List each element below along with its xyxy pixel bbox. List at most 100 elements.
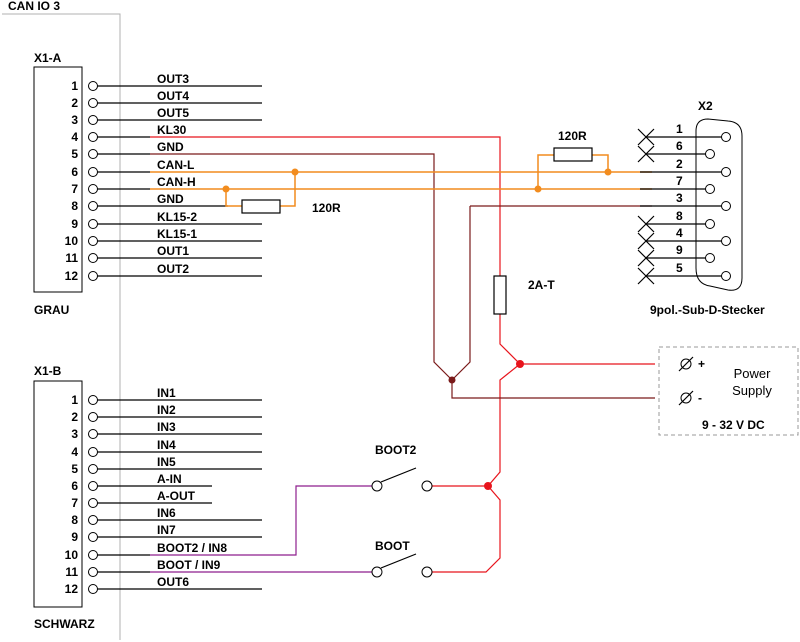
wire-kl30 <box>150 136 655 573</box>
x1a-pin-num: 2 <box>71 96 78 110</box>
x1b-signal: BOOT / IN9 <box>157 558 221 572</box>
wire-can <box>150 154 652 207</box>
x1a-signal: KL15-2 <box>157 210 197 224</box>
x1a-signal: OUT5 <box>157 106 189 120</box>
x1b-pin-num: 10 <box>65 548 79 562</box>
connector-x1a-name: X1-A <box>34 51 62 65</box>
connector-x1a-body <box>33 66 83 293</box>
connector-x1b-name: X1-B <box>34 364 62 378</box>
x1b-signal: BOOT2 / IN8 <box>157 541 227 555</box>
x1b-signal: A-IN <box>157 472 182 486</box>
junction-dots <box>222 168 612 490</box>
x1a-signal: GND <box>157 192 184 206</box>
x1a-pin-num: 6 <box>71 165 78 179</box>
x2-pin-numbers: 1 6 2 7 3 8 4 9 5 <box>676 122 683 275</box>
x1a-pin-num: 12 <box>65 269 79 283</box>
x1b-signal: IN7 <box>157 523 176 537</box>
x1a-signal: OUT1 <box>157 244 189 258</box>
connector-x1a-color: GRAU <box>34 303 69 317</box>
x1b-signal: OUT6 <box>157 575 189 589</box>
x1a-pin-num: 9 <box>71 217 78 231</box>
x1a-signal: OUT3 <box>157 72 189 86</box>
x1b-signal: IN2 <box>157 403 176 417</box>
connector-x1b-color: SCHWARZ <box>34 617 95 631</box>
x1b-pin-circles <box>88 395 98 594</box>
switch-boot <box>371 553 433 578</box>
x1b-pin-num: 9 <box>71 530 78 544</box>
x1b-pin-num: 2 <box>71 410 78 424</box>
connector-x1a <box>33 66 83 293</box>
x1a-signal: CAN-H <box>157 175 196 189</box>
x1a-pin-numbers: 1 2 3 4 5 6 7 8 9 10 11 12 <box>65 79 79 283</box>
connector-x2-name: X2 <box>698 99 713 113</box>
board-frame <box>2 13 121 640</box>
x1a-signal: KL15-1 <box>157 227 197 241</box>
power-supply-voltage: 9 - 32 V DC <box>702 418 765 432</box>
fuse-label: 2A-T <box>528 278 555 292</box>
connector-x2-caption: 9pol.-Sub-D-Stecker <box>650 303 765 317</box>
x1b-signal: IN3 <box>157 420 176 434</box>
x1b-pin-num: 4 <box>71 445 78 459</box>
x1b-signal-labels: IN1 IN2 IN3 IN4 IN5 A-IN A-OUT IN6 IN7 B… <box>157 386 227 589</box>
x1a-pin-num: 5 <box>71 147 78 161</box>
x1b-pin-num: 8 <box>71 513 78 527</box>
nc-cross-icons <box>637 128 655 285</box>
x1a-pin-num: 3 <box>71 113 78 127</box>
connector-x1b <box>33 380 83 608</box>
x1b-signal: IN1 <box>157 386 176 400</box>
x1b-pin-num: 6 <box>71 479 78 493</box>
x1b-signal: A-OUT <box>157 489 196 503</box>
x1a-pin-num: 8 <box>71 199 78 213</box>
x1a-signal: CAN-L <box>157 158 194 172</box>
switch-boot-label: BOOT <box>375 539 410 553</box>
connector-x2 <box>640 118 743 291</box>
x1a-signal: OUT4 <box>157 89 189 103</box>
x1a-pin-num: 4 <box>71 130 78 144</box>
x1a-signal: OUT2 <box>157 262 189 276</box>
x2-pin-num: 9 <box>676 243 683 257</box>
resistor-right-label: 120R <box>558 129 587 143</box>
x2-pin-num: 1 <box>676 122 683 136</box>
power-supply-line1: Power <box>734 366 772 381</box>
x1b-pin-numbers: 1 2 3 4 5 6 7 8 9 10 11 12 <box>65 393 79 596</box>
x1a-signal: GND <box>157 140 184 154</box>
x1b-pin-num: 11 <box>65 565 78 579</box>
resistor-left-label: 120R <box>312 201 341 215</box>
x1a-pin-circles <box>88 81 98 281</box>
power-supply-line2: Supply <box>732 383 772 398</box>
x2-pin-num: 2 <box>676 157 683 171</box>
x1b-pin-num: 7 <box>71 496 78 510</box>
x1a-pin-num: 1 <box>71 79 78 93</box>
x2-pin-num: 6 <box>676 139 683 153</box>
board-title: CAN IO 3 <box>8 0 60 13</box>
power-plus-label: + <box>698 357 705 371</box>
x2-pin-num: 3 <box>676 191 683 205</box>
power-supply-box <box>658 346 799 436</box>
x1b-pin-num: 3 <box>71 427 78 441</box>
x1b-signal: IN4 <box>157 438 176 452</box>
x1b-pin-num: 1 <box>71 393 78 407</box>
x1a-wires <box>93 85 262 277</box>
x1a-pin-num: 7 <box>71 182 78 196</box>
wire-boot <box>150 485 372 573</box>
fuse <box>493 275 507 315</box>
resistor-left <box>241 199 281 214</box>
x2-pin-num: 4 <box>676 226 683 240</box>
x1a-signal-labels: OUT3 OUT4 OUT5 KL30 GND CAN-L CAN-H GND … <box>157 72 197 276</box>
x1b-pin-num: 5 <box>71 462 78 476</box>
switch-boot2 <box>371 467 433 492</box>
x1a-pin-num: 10 <box>65 234 79 248</box>
x2-pin-num: 7 <box>676 174 683 188</box>
switch-boot2-label: BOOT2 <box>375 443 417 457</box>
x1b-pin-num: 12 <box>65 582 79 596</box>
power-minus-label: - <box>698 391 702 405</box>
x1a-signal: KL30 <box>157 123 187 137</box>
x2-pin-num: 8 <box>676 209 683 223</box>
x1b-signal: IN5 <box>157 455 176 469</box>
connector-x1b-body <box>33 380 83 608</box>
resistor-right <box>553 147 593 162</box>
x1a-pin-num: 11 <box>65 251 78 265</box>
x1b-wires <box>93 399 262 590</box>
x2-pin-num: 5 <box>676 261 683 275</box>
